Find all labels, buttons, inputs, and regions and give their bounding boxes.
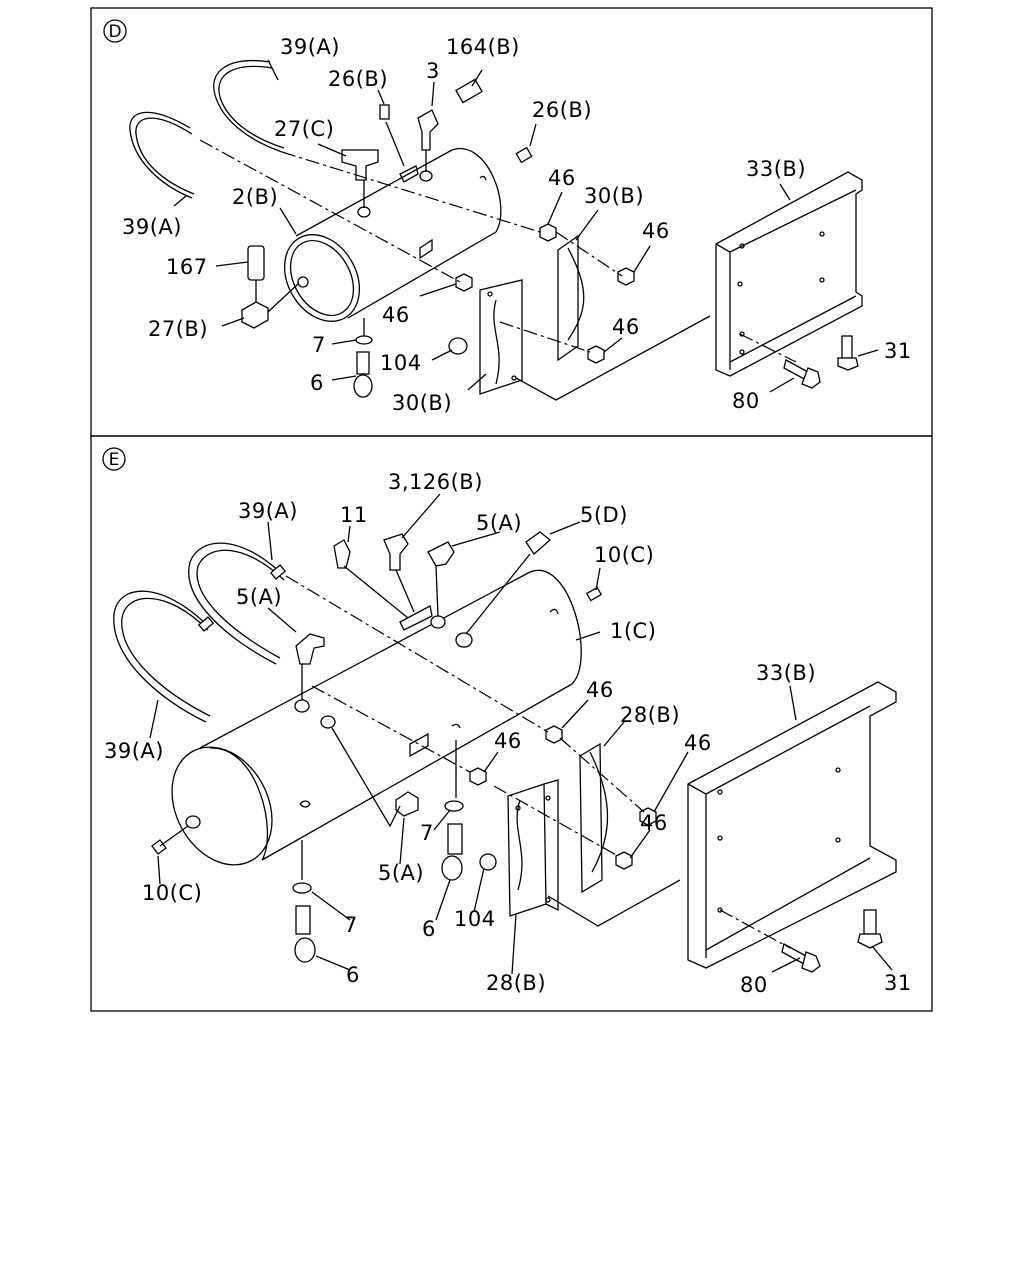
callout-d-26b-right: 26(B): [532, 98, 592, 122]
fittings-167-27b: [241, 245, 299, 329]
callout-e-46-right: 46: [684, 731, 712, 755]
callout-d-27b: 27(B): [148, 317, 208, 341]
bolts-e: [781, 909, 883, 973]
bolts-d: [783, 335, 859, 389]
callout-e-39a-top: 39(A): [238, 499, 298, 523]
callout-d-33b: 33(B): [746, 157, 806, 181]
callout-e-5a-top: 5(A): [476, 511, 522, 535]
callout-e-7-upper: 7: [420, 821, 434, 845]
section-marker-e-circle: [102, 447, 126, 471]
callout-e-80: 80: [740, 973, 768, 997]
leaders-d: [173, 59, 879, 393]
callout-e-46-center: 46: [494, 729, 522, 753]
callout-d-31: 31: [884, 339, 912, 363]
hose-39a-d: [129, 60, 285, 199]
section-marker-d-circle: [103, 19, 127, 43]
callouts-e: 3,126(B) 39(A) 11 5(A) 5(D) 10(C) 5(A) 1…: [104, 470, 912, 997]
callout-e-3-126b: 3,126(B): [388, 470, 483, 494]
callout-d-3: 3: [426, 59, 440, 83]
callout-e-28b-lower: 28(B): [486, 971, 546, 995]
fittings-e-top: [295, 531, 603, 700]
callout-e-33b: 33(B): [756, 661, 816, 685]
callout-d-46-bottom: 46: [612, 315, 640, 339]
leaders-e: [149, 493, 893, 975]
callout-d-30b-lower: 30(B): [392, 391, 452, 415]
callout-d-104: 104: [380, 351, 422, 375]
panel-e-frame: [90, 435, 933, 1012]
callout-d-7: 7: [312, 333, 326, 357]
callout-d-46-upper: 46: [548, 166, 576, 190]
drain-d: [353, 318, 373, 398]
callout-d-2b: 2(B): [232, 185, 278, 209]
callout-e-5a-lower: 5(A): [378, 861, 424, 885]
callout-e-1c: 1(C): [610, 619, 656, 643]
dashed-lines-e: [285, 575, 791, 949]
callout-e-39a-left: 39(A): [104, 739, 164, 763]
air-tank-1c: [171, 569, 582, 866]
callout-d-164b: 164(B): [446, 35, 520, 59]
callout-e-6-upper: 6: [422, 917, 436, 941]
callout-e-11: 11: [340, 503, 368, 527]
section-marker-d: D: [108, 22, 121, 42]
callout-d-39a-top: 39(A): [280, 35, 340, 59]
callout-d-27c: 27(C): [274, 117, 334, 141]
callout-d-30b-upper: 30(B): [584, 184, 644, 208]
callout-e-28b-upper: 28(B): [620, 703, 680, 727]
callout-d-46-lower: 46: [382, 303, 410, 327]
nuts-46-d: [448, 223, 635, 364]
callouts-d: 39(A) 164(B) 26(B) 3 27(C) 26(B) 39(A) 2…: [122, 35, 912, 415]
air-tank-2b: [283, 147, 502, 322]
hose-39a-e: [113, 542, 287, 723]
brackets-30b-d: [479, 234, 585, 395]
section-marker-e: E: [109, 450, 120, 470]
callout-e-46-lower: 46: [640, 811, 668, 835]
callout-d-39a-left: 39(A): [122, 215, 182, 239]
callout-e-46-upper: 46: [586, 678, 614, 702]
callout-d-46-right: 46: [642, 219, 670, 243]
callout-d-26b-top: 26(B): [328, 67, 388, 91]
callout-d-167: 167: [166, 255, 208, 279]
callout-e-5a-left: 5(A): [236, 585, 282, 609]
panel-d: D: [103, 19, 912, 415]
callout-e-31: 31: [884, 971, 912, 995]
callout-e-7-lower: 7: [344, 913, 358, 937]
fittings-d: [341, 78, 533, 218]
brackets-28b-e: [507, 742, 609, 917]
dashed-lines-d: [199, 139, 797, 401]
callout-e-10c-top: 10(C): [594, 543, 654, 567]
frame-33b-d: [715, 171, 863, 377]
callout-e-6-lower: 6: [346, 963, 360, 987]
nuts-46-e: [469, 725, 657, 871]
frame-33b-e: [687, 681, 897, 969]
callout-e-5d: 5(D): [580, 503, 628, 527]
panel-e: E: [102, 447, 912, 997]
callout-d-6: 6: [310, 371, 324, 395]
callout-e-10c-bottom: 10(C): [142, 881, 202, 905]
callout-d-80: 80: [732, 389, 760, 413]
callout-e-104: 104: [454, 907, 496, 931]
fittings-e-lower: [151, 727, 464, 963]
